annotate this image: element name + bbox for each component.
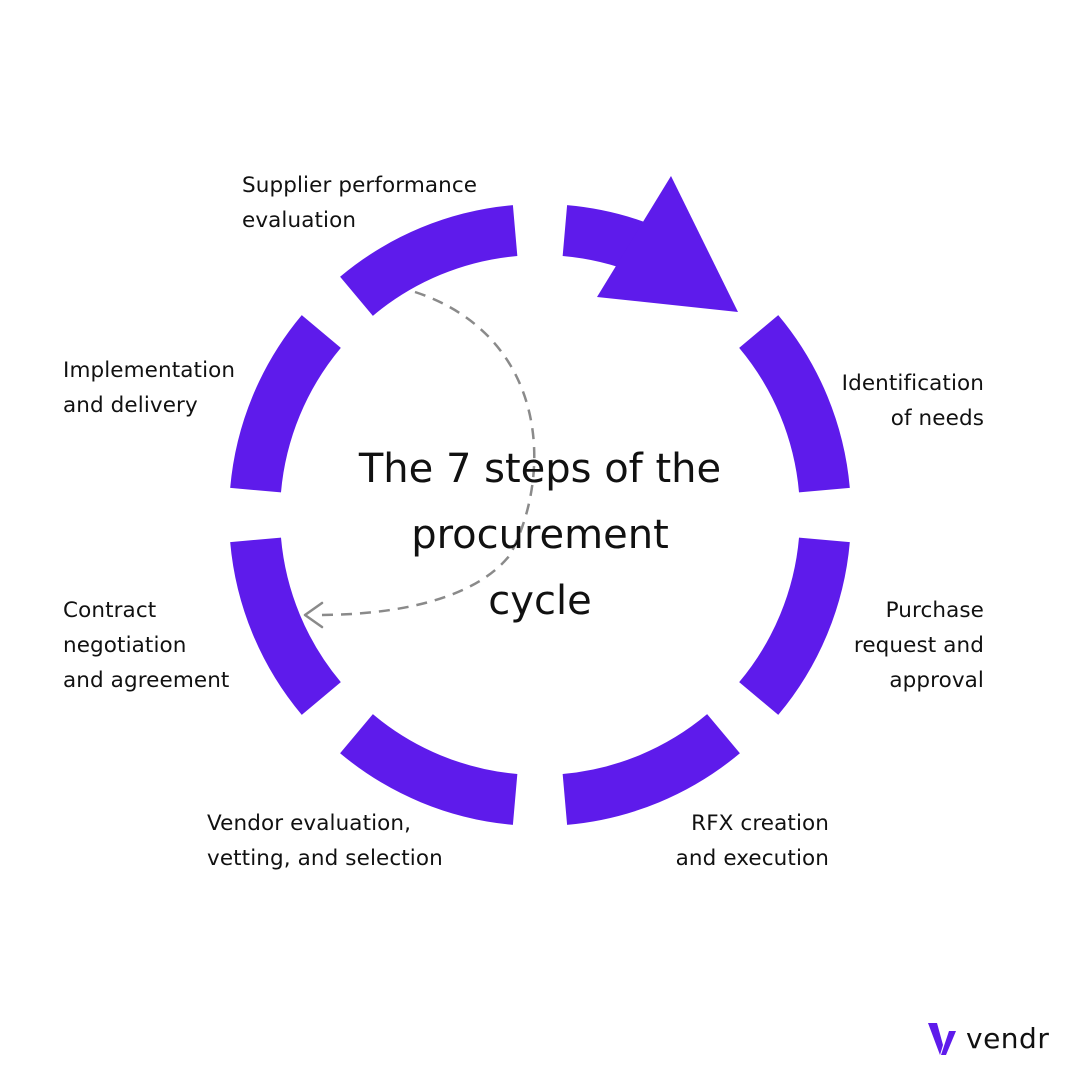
step-label-implementation: Implementation and delivery bbox=[63, 358, 236, 418]
segment-rfx bbox=[562, 714, 740, 825]
dashed-return-arrowhead bbox=[303, 601, 324, 629]
step-label-rfx: RFX creation and execution bbox=[675, 811, 829, 871]
title-line-1: The 7 steps of the bbox=[358, 446, 722, 492]
diagram-title: The 7 steps of the procurement cycle bbox=[290, 436, 790, 634]
vendr-v-icon bbox=[928, 1023, 956, 1055]
segment-vendor-evaluation bbox=[340, 714, 518, 825]
title-line-3: cycle bbox=[488, 578, 592, 624]
step-label-identification: Identification of needs bbox=[841, 371, 984, 431]
segment-contract bbox=[230, 537, 341, 715]
step-label-supplier-performance: Supplier performance evaluation bbox=[242, 173, 478, 233]
title-line-2: procurement bbox=[411, 512, 669, 558]
cycle-arrowhead bbox=[597, 176, 738, 312]
segment-purchase-request bbox=[739, 537, 850, 715]
step-label-vendor-evaluation: Vendor evaluation, vetting, and selectio… bbox=[207, 811, 443, 871]
segment-implementation bbox=[230, 315, 341, 493]
step-label-contract: Contract negotiation and agreement bbox=[63, 598, 230, 693]
segment-identification bbox=[739, 315, 850, 493]
vendr-logo: vendr bbox=[928, 1018, 1049, 1058]
segment-supplier-performance bbox=[340, 205, 518, 316]
dashed-return-arrow bbox=[317, 290, 536, 617]
brand-name: vendr bbox=[966, 1021, 1050, 1055]
step-label-purchase-request: Purchase request and approval bbox=[853, 598, 984, 693]
